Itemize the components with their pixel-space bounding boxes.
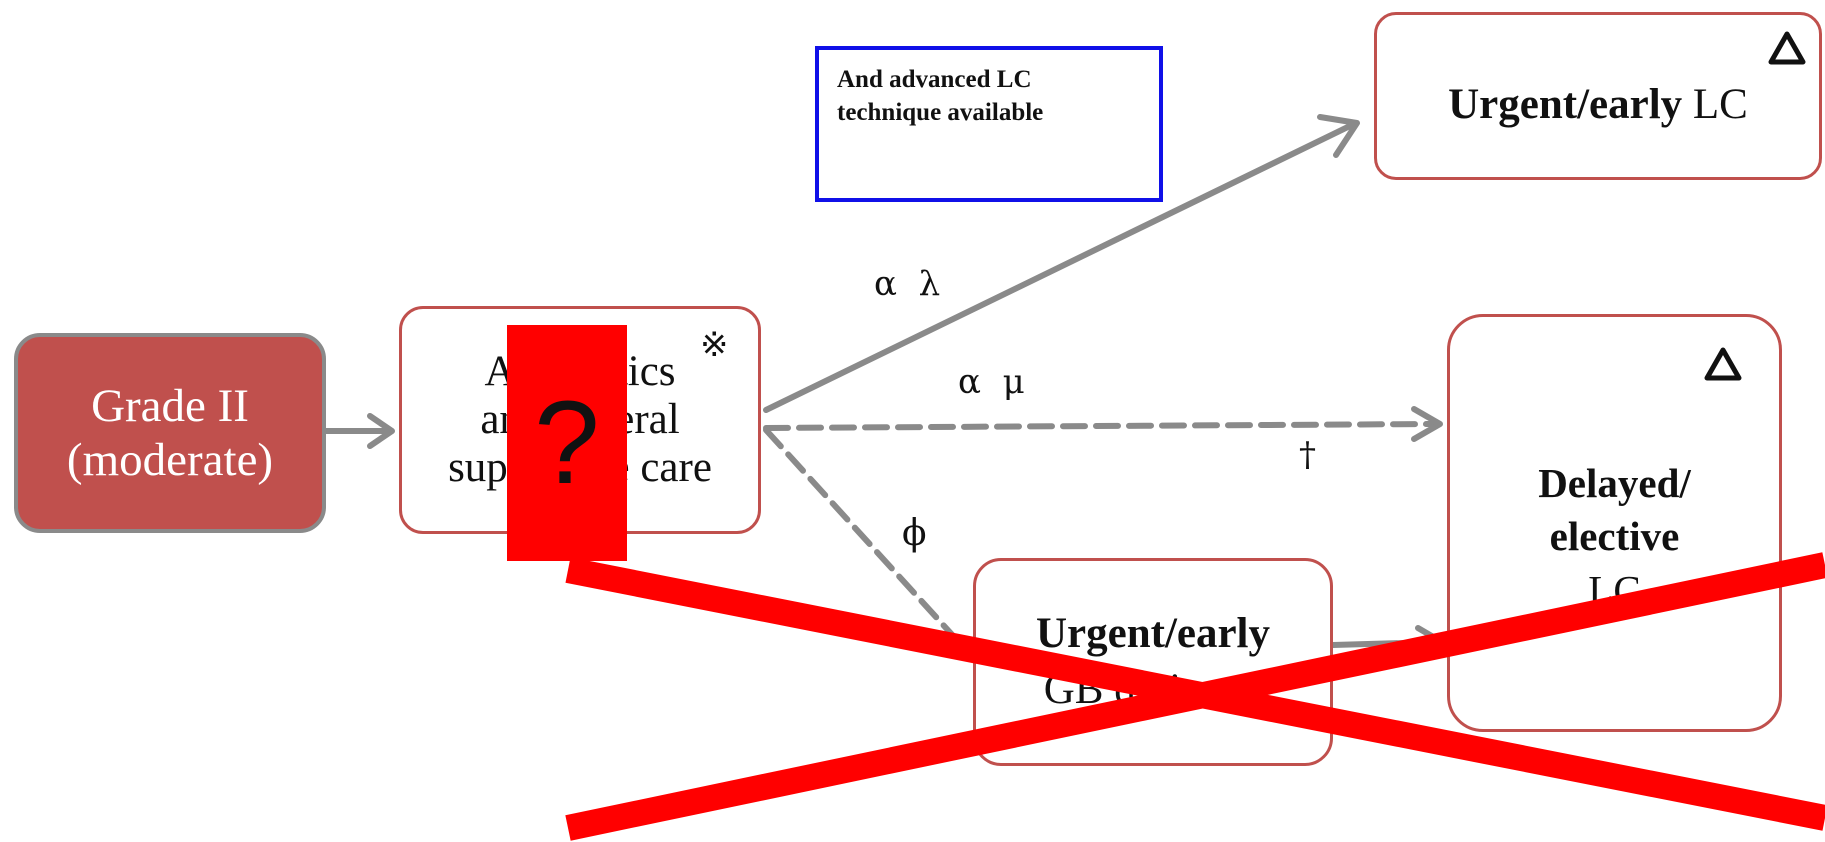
gb-drainage-line1: Urgent/early [1035, 610, 1271, 658]
question-overlay: ? [507, 325, 627, 561]
urgent-lc-rest: LC [1682, 81, 1748, 128]
upper-path-label: α λ [874, 264, 941, 304]
lower-path-label: ϕ [902, 513, 927, 554]
cross-stroke-ascending [565, 552, 1825, 841]
delayed-line2: elective [1549, 513, 1680, 560]
triangle-icon [1768, 31, 1806, 65]
grade-ii-label: Grade II [91, 379, 249, 432]
delayed-elective-lc-node: Delayed/ elective LC [1447, 314, 1782, 732]
advanced-lc-note-text: And advanced LC technique available [837, 66, 1044, 126]
reference-mark: ※ [700, 325, 729, 365]
grade-moderate-label: (moderate) [66, 434, 274, 486]
dagger-mark: † [1299, 435, 1316, 475]
delayed-line1: Delayed/ [1538, 460, 1691, 506]
urgent-lc-node: Urgent/early LC [1374, 12, 1822, 180]
arrow-grade-to-antibiotics [323, 413, 395, 449]
arrow-antibiotics-to-delayed [763, 406, 1443, 442]
triangle-icon [1704, 347, 1742, 381]
advanced-lc-note: And advanced LC technique available [815, 46, 1163, 202]
arrow-antibiotics-to-gb-drainage [763, 427, 969, 653]
question-mark: ? [534, 377, 600, 509]
middle-path-label: α μ [958, 362, 1025, 402]
arrow-antibiotics-to-urgent-lc [763, 114, 1360, 413]
urgent-lc-bold: Urgent/early [1448, 81, 1683, 128]
grade-ii-node: Grade II (moderate) [14, 333, 326, 533]
